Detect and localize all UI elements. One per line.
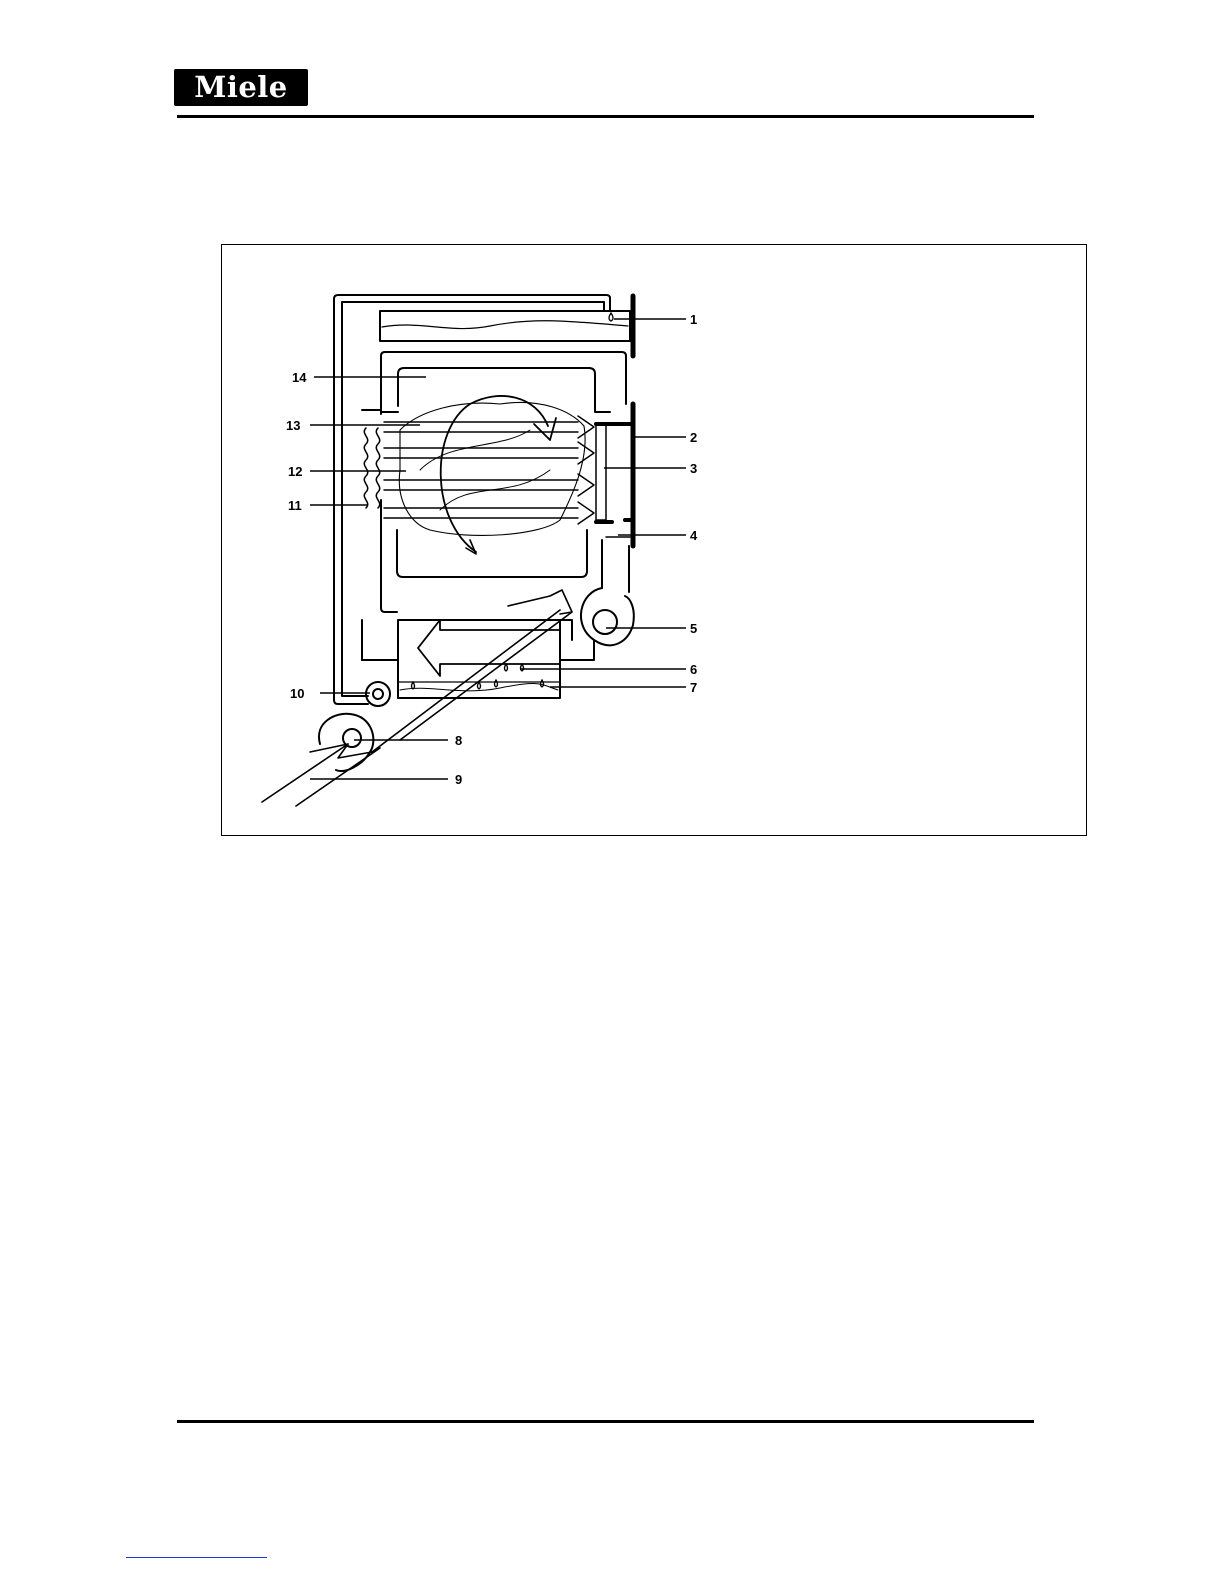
callout-7: 7 <box>690 680 697 695</box>
callout-8: 8 <box>455 733 462 748</box>
condenser-box <box>398 620 560 698</box>
drum-top <box>398 368 610 412</box>
callout-2: 2 <box>690 430 697 445</box>
diagram-frame: 1 2 3 4 5 6 7 8 9 10 11 12 13 14 <box>221 244 1087 836</box>
water-drop-icon <box>411 313 613 689</box>
callout-4: 4 <box>690 528 698 543</box>
water-return-duct <box>334 295 610 704</box>
cooling-fan-icon <box>343 729 361 747</box>
logo-text: Miele <box>174 69 308 106</box>
housing-top <box>381 352 626 414</box>
callout-10: 10 <box>290 686 304 701</box>
fan-outlet-top <box>560 640 594 660</box>
pump-icon <box>366 682 390 706</box>
callout-11: 11 <box>288 498 302 513</box>
callout-13: 13 <box>286 418 300 433</box>
drum-bottom <box>397 530 587 577</box>
fan-housing <box>580 588 633 645</box>
callout-9: 9 <box>455 772 462 787</box>
door-duct <box>602 540 629 592</box>
fluff-filter <box>596 424 606 520</box>
drum-air-arrows <box>384 416 594 524</box>
cooling-air-outlet-arrow <box>508 590 572 614</box>
airflow-arrow-icon <box>418 620 560 676</box>
callout-14: 14 <box>292 370 307 385</box>
rotation-arrow <box>440 395 547 551</box>
heater-coil-icon <box>364 428 367 508</box>
callout-12: 12 <box>288 464 302 479</box>
callout-1: 1 <box>690 312 697 327</box>
callout-3: 3 <box>690 461 697 476</box>
fan-icon <box>593 610 617 634</box>
dryer-airflow-diagram: 1 2 3 4 5 6 7 8 9 10 11 12 13 14 <box>221 244 1087 836</box>
footer-link-underline[interactable] <box>126 1557 267 1558</box>
header-rule <box>177 115 1034 118</box>
miele-logo: Miele <box>174 69 308 106</box>
housing-bottom-left <box>381 500 397 612</box>
fan-outlet <box>560 620 572 640</box>
footer-rule <box>177 1420 1034 1423</box>
callout-6: 6 <box>690 662 697 677</box>
cooling-fan-housing <box>318 713 372 770</box>
water-surface <box>382 320 628 328</box>
callout-5: 5 <box>690 621 697 636</box>
